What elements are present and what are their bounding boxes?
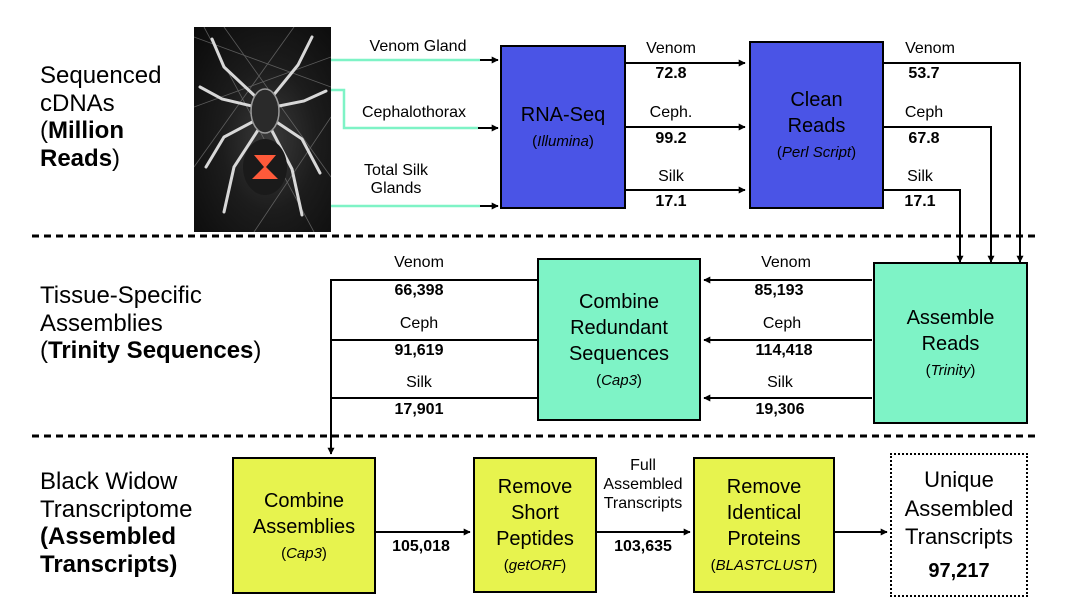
flow-label-ar-ceph: Ceph xyxy=(762,315,802,332)
flow-value-rca-silk: 17,901 xyxy=(394,401,444,418)
flow-value-ar-venom: 85,193 xyxy=(754,282,804,299)
flow-value-rc-venom: 72.8 xyxy=(655,65,687,82)
flow-value-ar-silk: 19,306 xyxy=(755,401,805,418)
flow-value-remove-short-to-identical: 103,635 xyxy=(614,538,672,555)
flow-label-rca-ceph: Ceph xyxy=(399,315,439,332)
flow-value-ar-ceph: 114,418 xyxy=(755,342,813,359)
section-title-tissue: Tissue-Specific Assemblies (Trinity Sequ… xyxy=(40,282,262,365)
unique-transcripts-box: Unique Assembled Transcripts 97,217 xyxy=(890,453,1028,597)
flow-value-rc-silk: 17.1 xyxy=(655,193,687,210)
arrow-clean-assemble-venom xyxy=(884,62,1024,263)
remove-short-peptides-box: Remove Short Peptides (getORF) xyxy=(473,457,597,593)
flow-label-ar-silk: Silk xyxy=(767,374,793,391)
flow-value-ca-ceph: 67.8 xyxy=(908,130,940,147)
input-label-cephalothorax: Cephalothorax xyxy=(361,104,467,121)
arrow-clean-assemble-ceph xyxy=(884,126,995,263)
flow-label-ar-venom: Venom xyxy=(761,254,811,271)
flow-label-rca-silk: Silk xyxy=(406,374,432,391)
flow-label-ca-ceph: Ceph xyxy=(904,104,944,121)
clean-reads-box: Clean Reads (Perl Script) xyxy=(749,41,884,209)
section-title-sequenced: Sequenced cDNAs (Million Reads) xyxy=(40,62,162,172)
flow-value-rca-venom: 66,398 xyxy=(394,282,444,299)
black-widow-spider-icon xyxy=(194,27,331,232)
flow-value-ca-venom: 53.7 xyxy=(908,65,940,82)
flow-label-rc-ceph: Ceph. xyxy=(649,104,693,121)
flow-label-ca-venom: Venom xyxy=(905,40,955,57)
flow-value-ca-silk: 17.1 xyxy=(904,193,936,210)
rnaseq-box: RNA-Seq (Illumina) xyxy=(500,45,626,209)
remove-identical-proteins-box: Remove Identical Proteins (BLASTCLUST) xyxy=(693,457,835,593)
flow-value-rc-ceph: 99.2 xyxy=(655,130,687,147)
flow-label-rc-venom: Venom xyxy=(646,40,696,57)
flow-label-rc-silk: Silk xyxy=(658,168,684,185)
input-label-silk: Total Silk Glands xyxy=(363,162,429,198)
flow-label-ca-silk: Silk xyxy=(907,168,933,185)
arrow-clean-assemble-silk xyxy=(884,189,964,263)
section-title-transcriptome: Black Widow Transcriptome (Assembled Tra… xyxy=(40,468,193,578)
input-label-venom-gland: Venom Gland xyxy=(369,38,467,55)
flow-label-rca-venom: Venom xyxy=(394,254,444,271)
flow-value-rca-ceph: 91,619 xyxy=(394,342,444,359)
flow-label-full-assembled: Full Assembled Transcripts xyxy=(603,457,683,513)
combine-redundant-box: Combine Redundant Sequences (Cap3) xyxy=(537,258,701,421)
flow-value-combine-to-remove-short: 105,018 xyxy=(392,538,450,555)
assemble-reads-box: Assemble Reads (Trinity) xyxy=(873,262,1028,424)
combine-assemblies-box: Combine Assemblies (Cap3) xyxy=(232,457,376,594)
spider-photo xyxy=(194,27,331,232)
